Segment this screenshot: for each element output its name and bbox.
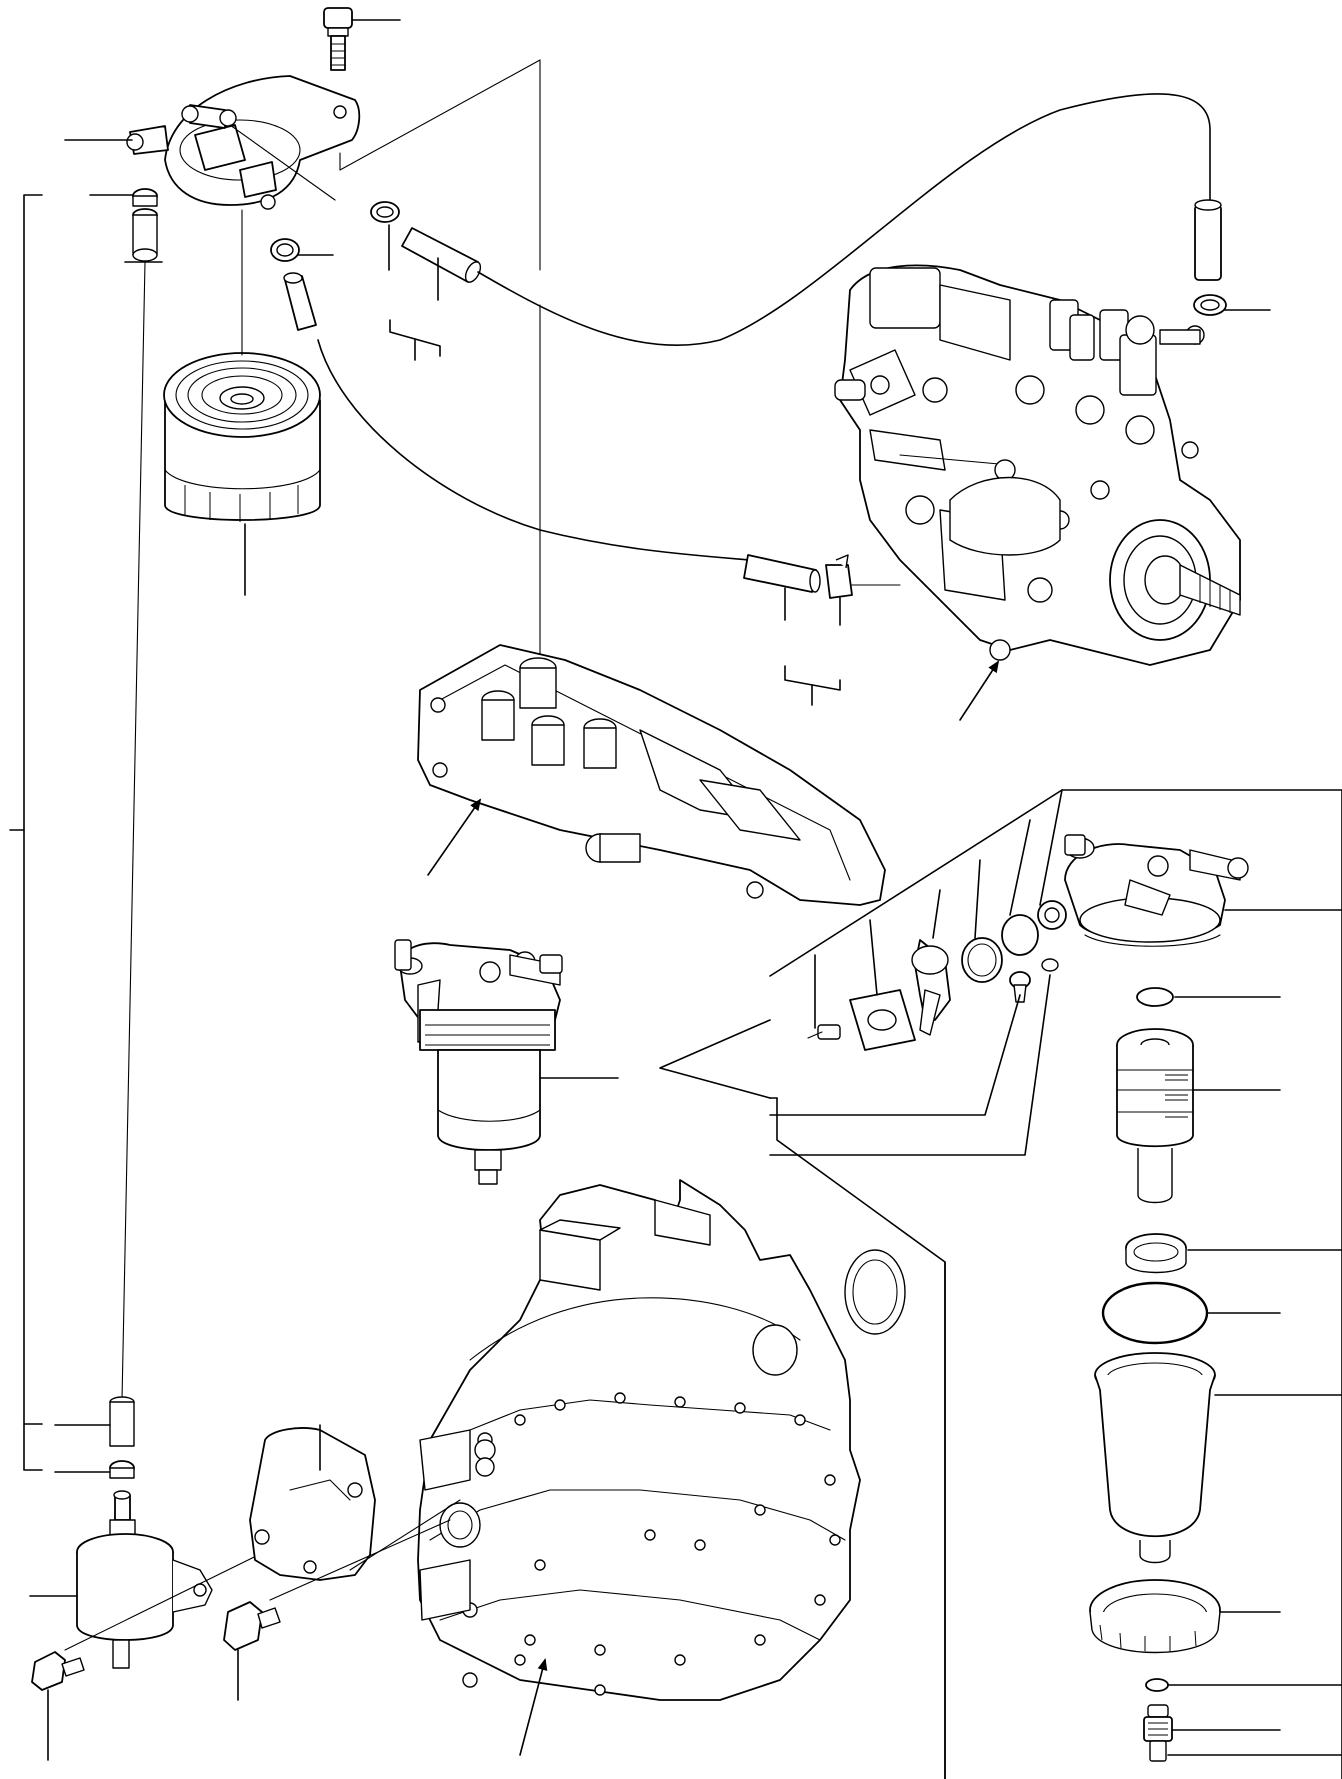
drain-plug <box>1143 1704 1342 1762</box>
manifold-arrow <box>427 798 482 876</box>
ring-nut <box>1089 1579 1281 1654</box>
injection-pump <box>834 264 1241 666</box>
fuel-hose-upper <box>401 227 482 301</box>
right-detail-frame <box>659 789 1342 1779</box>
separator-small-parts <box>769 789 1067 1156</box>
spin-on-filter <box>163 209 321 596</box>
flywheel-housing <box>417 1179 906 1701</box>
bracket-leader-pump <box>784 665 841 706</box>
o-ring-top <box>1136 987 1281 1007</box>
lower-clamp <box>54 1460 135 1479</box>
large-o-ring <box>1101 1281 1281 1345</box>
hose-clamp-left <box>270 238 334 262</box>
element-strainer <box>1116 1028 1281 1204</box>
separator-bowl <box>1094 1352 1342 1564</box>
housing-arrow <box>519 1658 548 1756</box>
filter-head-bracket <box>126 75 361 210</box>
fuel-line-lower <box>317 339 751 561</box>
intake-manifold <box>417 644 886 906</box>
lower-pipe <box>54 1396 135 1447</box>
water-separator-assembly <box>394 939 619 1185</box>
left-assembly-bracket <box>9 194 43 1471</box>
fuel-hose-left <box>283 272 317 331</box>
fuel-line-upper <box>477 93 1211 347</box>
drain-o-ring <box>1145 1678 1342 1692</box>
fuel-pump-electric <box>29 1490 351 1669</box>
construction-lines <box>339 59 541 691</box>
pump-arrow <box>959 660 1000 721</box>
hose-clamp-pump <box>825 554 901 626</box>
bolt-center <box>223 1601 281 1701</box>
bolt-left <box>31 1651 85 1761</box>
leader-lines-top-left <box>64 139 163 1401</box>
bracket-leader-upper <box>389 319 441 361</box>
mounting-plate <box>249 1424 461 1601</box>
fuel-hose-pump <box>743 554 821 621</box>
collar-ring <box>1125 1233 1342 1274</box>
top-bolt <box>323 7 401 71</box>
separator-head <box>1064 834 1342 947</box>
pipe-right-top <box>1193 199 1271 316</box>
hose-clamp-upper <box>370 201 400 271</box>
